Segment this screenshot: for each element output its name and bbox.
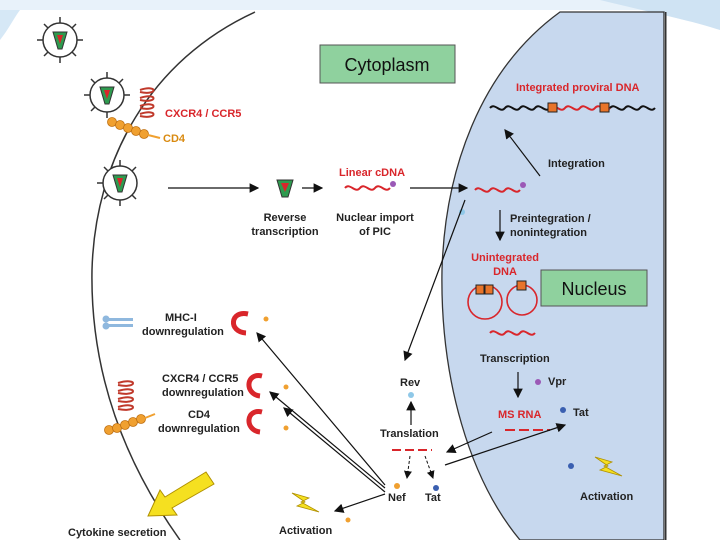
- nuclear-pic-dot: [520, 182, 526, 188]
- cytoplasm-label: Cytoplasm: [344, 55, 429, 75]
- transcription-label: Transcription: [480, 353, 550, 365]
- cd4-downreg-receptor: [104, 413, 156, 435]
- integrated-proviral-dna: [489, 102, 656, 113]
- tat-cyto-label: Tat: [425, 492, 441, 504]
- virus-particle-free: [37, 17, 83, 63]
- nucleus-label-box: Nucleus: [540, 269, 648, 307]
- activation-nef-dot: [345, 517, 351, 523]
- nef-label: Nef: [388, 492, 406, 504]
- cd4-receptor: [107, 117, 161, 139]
- unintegrated-circles: [467, 280, 538, 320]
- arrow-msrna-to-translation: [445, 431, 493, 453]
- coreceptor-helix: [139, 87, 155, 118]
- cxcr4-downreg-label-1: CXCR4 / CCR5: [162, 373, 238, 385]
- cd4-nef-dot: [283, 425, 289, 431]
- reverse-transcription-complex-icon: [276, 179, 294, 198]
- nuclear-import-label-2: of PIC: [359, 226, 391, 238]
- nucleus-label: Nucleus: [561, 279, 626, 299]
- mhc-downreg-label-2: downregulation: [142, 326, 224, 338]
- linear-cdna-label: Linear cDNA: [339, 167, 405, 179]
- activation-cyto-label: Activation: [279, 525, 332, 537]
- vpr-label: Vpr: [548, 376, 567, 388]
- virus-particle-binding: [84, 72, 130, 118]
- cytokine-secretion-label: Cytokine secretion: [68, 527, 167, 539]
- tat-nucleus-dot: [560, 407, 566, 413]
- linear-cdna-helix: [344, 185, 391, 191]
- preintegration-label-1: Preintegration /: [510, 213, 591, 225]
- integration-label: Integration: [548, 158, 605, 170]
- cd4-label: CD4: [163, 133, 186, 145]
- cxcr4-nef-dot: [283, 384, 289, 390]
- mhc-i-receptor-icon: [102, 315, 133, 330]
- pic-protein-dot: [390, 181, 396, 187]
- reverse-label-1: Reverse: [264, 212, 307, 224]
- vpr-dot: [535, 379, 541, 385]
- arrow-nef-cd4: [283, 407, 386, 493]
- arrow-integration: [504, 129, 541, 177]
- ms-rna-label: MS RNA: [498, 409, 541, 421]
- translation-label: Translation: [380, 428, 439, 440]
- coreceptor-downreg-helix: [117, 380, 134, 411]
- mhc-downreg-label-1: MHC-I: [165, 312, 197, 324]
- cxcr4-ccr5-label: CXCR4 / CCR5: [165, 108, 241, 120]
- arrow-tat-to-nucleus: [444, 423, 567, 466]
- cd4-downreg-label-2: downregulation: [158, 423, 240, 435]
- nuclear-import-label-1: Nuclear import: [336, 212, 414, 224]
- tat-nucleus-label: Tat: [573, 407, 589, 419]
- preintegration-label-2: nonintegration: [510, 227, 587, 239]
- tat-cyto-dot: [433, 485, 439, 491]
- activation-bolt-cytoplasm-icon: [291, 492, 320, 513]
- slide-left-swoosh: [0, 10, 20, 40]
- cytokine-secretion-arrow-icon: [147, 471, 215, 517]
- rev-dot: [408, 392, 414, 398]
- activation-nucleus-label: Activation: [580, 491, 633, 503]
- slide-corner-swoosh: [600, 0, 720, 30]
- transcription-template-helix: [489, 330, 536, 336]
- arrow-to-nef: [403, 455, 412, 479]
- slide-top-band: [0, 0, 720, 10]
- arrow-rev-to-nucleus: [403, 199, 466, 362]
- integrated-dna-label: Integrated proviral DNA: [516, 82, 640, 94]
- virus-particle-fusing: [97, 160, 138, 206]
- unintegrated-dna-label-1: Unintegrated: [471, 252, 539, 264]
- arrow-nef-cxcr4: [269, 391, 386, 489]
- cxcr4-internalization-arrow: [246, 373, 263, 399]
- cd4-internalization-arrow: [246, 409, 263, 435]
- cell-right-edge: [665, 12, 667, 540]
- cd4-downreg-label-1: CD4: [188, 409, 211, 421]
- nef-dot: [394, 483, 400, 489]
- cxcr4-downreg-label-2: downregulation: [162, 387, 244, 399]
- cytoplasm-label-box: Cytoplasm: [319, 44, 456, 84]
- arrow-nef-mhc: [256, 332, 386, 486]
- reverse-label-2: transcription: [251, 226, 319, 238]
- cell-membrane: [91, 11, 256, 540]
- nuclear-cdna-helix: [474, 187, 521, 193]
- activation-bolt-nucleus-icon: [594, 456, 623, 477]
- unintegrated-dna-label-2: DNA: [493, 266, 517, 278]
- mhc-nef-dot: [263, 316, 269, 322]
- arrow-to-tat: [424, 455, 435, 479]
- mhc-internalization-arrow: [231, 311, 249, 336]
- rev-label: Rev: [400, 377, 421, 389]
- tat-activation-dot: [568, 463, 574, 469]
- arrow-nef-activation: [333, 493, 386, 513]
